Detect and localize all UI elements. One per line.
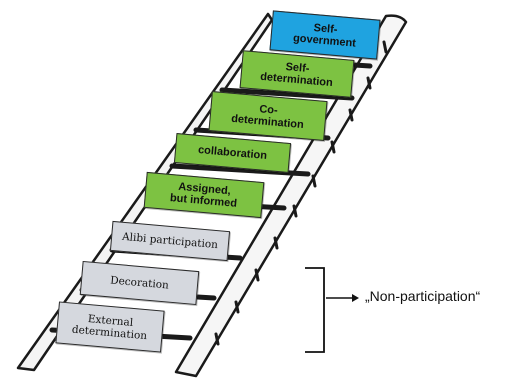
right-rail-dashes bbox=[214, 40, 388, 346]
bracket-arrowhead bbox=[352, 294, 359, 302]
ladder-right-rail bbox=[174, 14, 408, 378]
non-participation-label: „Non-participation“ bbox=[365, 288, 481, 304]
non-participation-bracket bbox=[305, 267, 325, 353]
